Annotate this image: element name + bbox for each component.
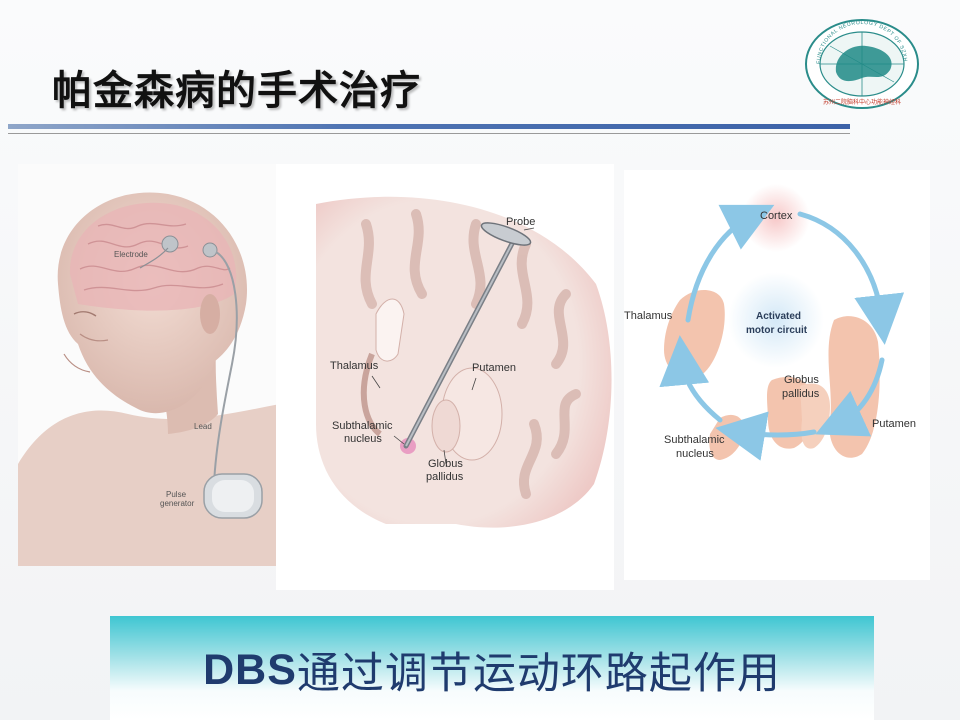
summary-text-dbs: DBS [203,645,297,694]
electrode-label: Electrode [114,250,148,259]
gp-label-2: pallidus [426,471,464,483]
circuit-gp-label-1: Globus [784,374,819,386]
circuit-thalamus-label: Thalamus [624,310,673,322]
title-thin-rule [8,133,850,134]
stn-label-1: Subthalamic [332,420,393,432]
generator-label-2: generator [160,499,195,508]
patient-illustration-icon [18,164,280,566]
logo-bottom-text: 苏州二院脑科中心功能神经科 [823,98,901,106]
summary-text-rest: 通过调节运动环路起作用 [296,649,781,699]
cortex-label: Cortex [760,210,793,222]
figure-motor-circuit: Cortex Thalamus Activated motor circuit … [624,170,930,580]
probe-label: Probe [506,216,536,228]
title-underline [8,124,850,129]
putamen-label: Putamen [472,362,517,374]
slide-title: 帕金森病的手术治疗 [52,68,421,114]
circuit-stn-label-1: Subthalamic [664,434,725,446]
logo-seal-icon: FUNCTIONAL NEUROLOGY DEPT OF SZXH 苏州二院脑科… [805,19,919,109]
lead-label: Lead [194,422,212,431]
figure-dbs-implant: Electrode Lead Pulse generator [18,164,280,566]
circuit-putamen-label: Putamen [872,418,917,430]
motor-circuit-icon [624,170,930,580]
circuit-gp-label-2: pallidus [782,388,820,400]
department-logo: FUNCTIONAL NEUROLOGY DEPT OF SZXH 苏州二院脑科… [802,16,922,112]
generator-label-1: Pulse [166,490,187,499]
stn-label-2: nucleus [344,433,382,445]
figure-brain-section: Probe Thalamus Putamen Subthalamic nucle… [276,164,614,590]
circuit-stn-label-2: nucleus [676,448,714,460]
center-label-2: motor circuit [746,325,808,336]
gp-label-1: Globus [428,458,463,470]
thalamus-label: Thalamus [330,360,379,372]
brain-section-icon [276,164,614,590]
center-label-1: Activated [756,311,802,322]
